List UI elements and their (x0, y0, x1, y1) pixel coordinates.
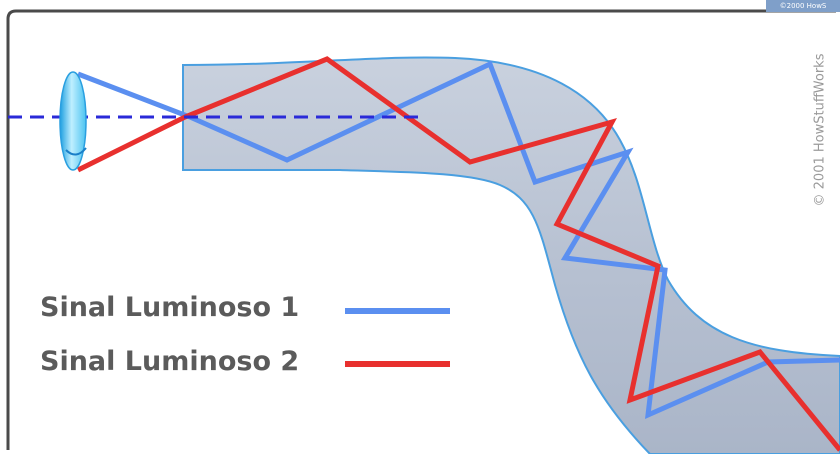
fiber-cable (182, 56, 840, 454)
corner-tag: ©2000 HowS (766, 0, 840, 12)
light-signal-2-path (76, 56, 840, 452)
light-source-lens (59, 71, 87, 171)
light-signal-1-path (77, 60, 840, 420)
copyright-text: © 2001 HowStuffWorks (812, 53, 828, 207)
legend-label-signal-2: Sinal Luminoso 2 (40, 346, 300, 377)
frame-border (6, 9, 836, 450)
legend-label-signal-1: Sinal Luminoso 1 (40, 292, 300, 323)
